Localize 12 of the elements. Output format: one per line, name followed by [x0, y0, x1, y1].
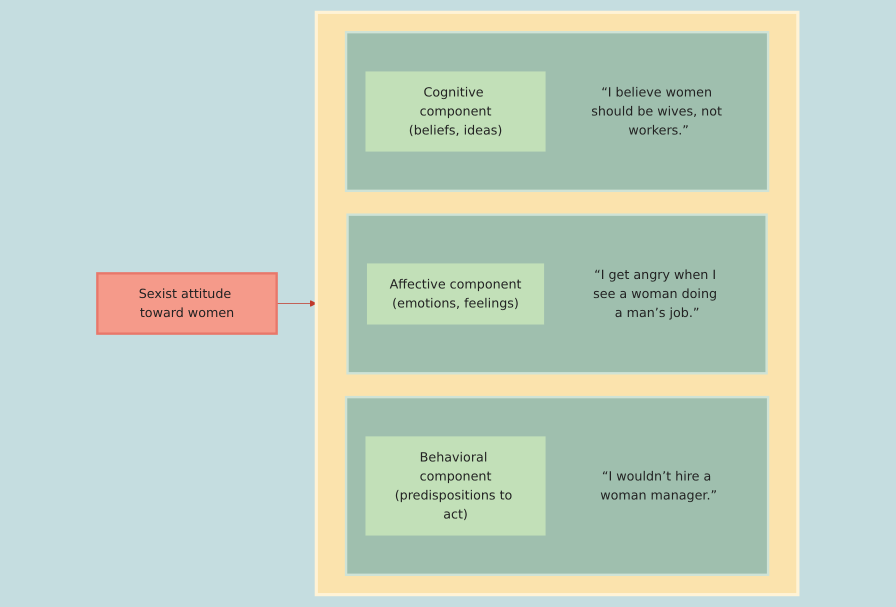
node-box: Sexist attitude toward women: [96, 272, 278, 335]
node-text: “I wouldn’t hire a woman manager.”: [600, 468, 718, 503]
node-text: “I believe women should be wives, not workers.”: [592, 84, 722, 138]
node-box: Affective component (emotions, feelings): [367, 263, 544, 325]
cluster: [345, 31, 770, 192]
cluster: [315, 10, 800, 596]
cluster: [346, 213, 768, 374]
cluster: [345, 396, 770, 576]
node-text: “I get angry when I see a woman doing a man’s job.”: [594, 267, 718, 320]
node-box: Cognitive component (beliefs, ideas): [366, 71, 546, 152]
node-box: Behavioral component (predispositions to act): [366, 436, 546, 536]
arrow: [276, 300, 318, 307]
